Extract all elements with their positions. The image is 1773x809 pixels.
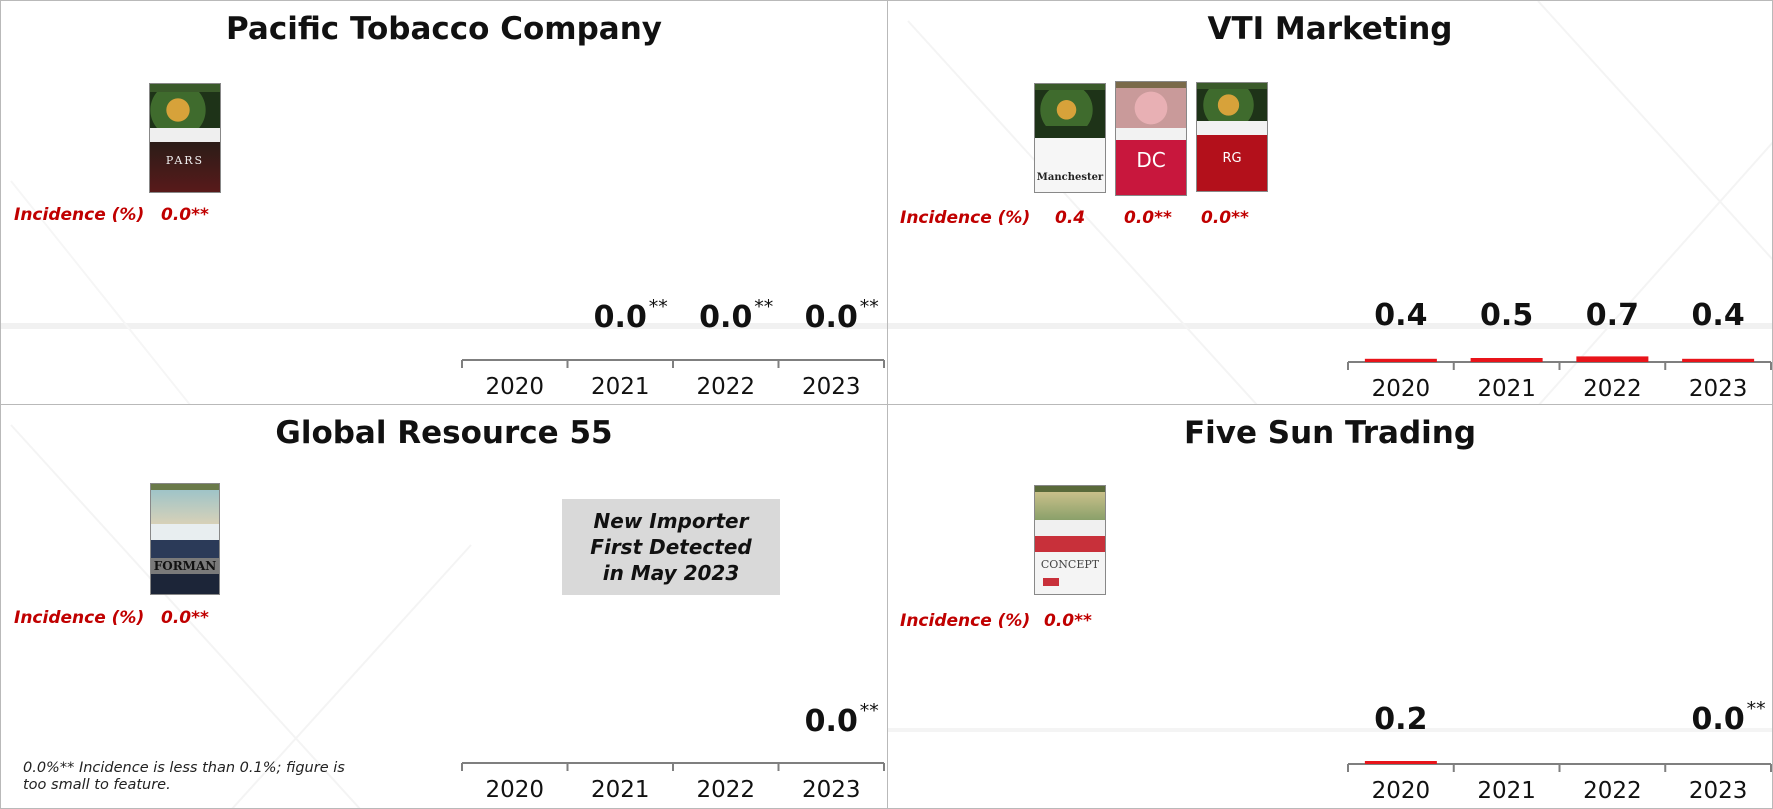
data-label: 0.0 — [805, 704, 858, 739]
x-tick-label: 2021 — [1477, 376, 1536, 402]
new-importer-note-line: New Importer — [593, 509, 749, 533]
x-tick-label: 2020 — [1372, 376, 1431, 402]
pack-brand-label: DC — [1136, 148, 1166, 172]
pack-brand-label: CONCEPT — [1040, 558, 1100, 571]
bar — [1470, 358, 1543, 362]
bar — [1576, 356, 1649, 362]
x-tick-label: 2022 — [696, 777, 755, 803]
x-tick-label: 2023 — [1689, 376, 1748, 402]
cigarette-pack-image: PARS — [149, 83, 221, 193]
x-tick-label: 2023 — [1689, 778, 1748, 804]
x-tick-label: 2023 — [802, 777, 861, 803]
bar — [1682, 358, 1755, 362]
x-tick-label: 2020 — [485, 777, 544, 803]
panel-five-sun-trading: Five Sun Trading CONCEPT Incidence (%) 0… — [887, 404, 1773, 809]
data-label: 0.0 — [594, 300, 647, 335]
data-label: 0.0 — [699, 300, 752, 335]
pack-incidence-value: 0.0** — [1124, 208, 1172, 228]
x-tick-label: 2022 — [696, 374, 755, 400]
data-label-footnote-mark: ** — [754, 296, 773, 318]
panel-pacific-tobacco: Pacific Tobacco Company PARS Incidence (… — [0, 0, 888, 405]
x-tick-label: 2020 — [1372, 778, 1431, 804]
x-tick-label: 2023 — [802, 374, 861, 400]
chart-title: VTI Marketing — [1207, 11, 1453, 47]
data-label: 0.5 — [1480, 298, 1533, 333]
incidence-label: Incidence (%) — [900, 611, 1031, 631]
bar — [1364, 761, 1437, 764]
data-label-footnote-mark: ** — [860, 296, 879, 318]
background-decor — [1, 180, 887, 404]
pack-incidence-value: 0.0** — [161, 205, 209, 225]
x-tick-label: 2022 — [1583, 778, 1642, 804]
pack-incidence-value: 0.0** — [161, 608, 209, 628]
data-label: 0.0 — [805, 300, 858, 335]
pack-brand-label: PARS — [165, 154, 205, 167]
cigarette-pack-image: RG — [1196, 82, 1268, 192]
background-decor — [10, 424, 472, 808]
incidence-label: Incidence (%) — [900, 208, 1031, 228]
incidence-label: Incidence (%) — [14, 205, 145, 225]
data-label: 0.4 — [1374, 298, 1427, 333]
chart-title: Global Resource 55 — [275, 415, 613, 451]
cigarette-pack-image: FORMAN — [150, 483, 220, 595]
data-label-footnote-mark: ** — [1747, 698, 1766, 720]
x-tick-label: 2020 — [485, 374, 544, 400]
cigarette-pack-image: CONCEPT — [1034, 485, 1106, 595]
x-tick-label: 2021 — [591, 777, 650, 803]
cigarette-pack-image: DC — [1115, 81, 1187, 196]
x-tick-label: 2021 — [1477, 778, 1536, 804]
data-label-footnote-mark: ** — [860, 700, 879, 722]
data-label: 0.2 — [1374, 702, 1427, 737]
bar-chart: 2020 2021 2022 2023 0.0** — [461, 700, 885, 803]
panel-vti-marketing: VTI Marketing Manchester DC RG Incidence… — [887, 0, 1773, 405]
footnote: 0.0%** Incidence is less than 0.1%; figu… — [23, 760, 345, 793]
background-decor — [888, 728, 1772, 732]
incidence-label: Incidence (%) — [14, 608, 145, 628]
pack-brand-label: FORMAN — [153, 559, 217, 573]
new-importer-note-line: First Detected — [590, 535, 752, 559]
pack-incidence-value: 0.4 — [1055, 208, 1086, 228]
bar — [1364, 358, 1437, 362]
data-label: 0.7 — [1586, 298, 1639, 333]
data-label: 0.0 — [1692, 702, 1745, 737]
data-label: 0.4 — [1692, 298, 1745, 333]
pack-incidence-value: 0.0** — [1201, 208, 1249, 228]
x-tick-label: 2022 — [1583, 376, 1642, 402]
x-tick-label: 2021 — [591, 374, 650, 400]
new-importer-note-line: in May 2023 — [602, 561, 740, 585]
bar-chart: 2020 0.4 2021 0.5 2022 0.7 2023 0.4 — [1347, 298, 1772, 402]
chart-title: Pacific Tobacco Company — [226, 11, 662, 47]
data-label-footnote-mark: ** — [649, 296, 668, 318]
bar-chart: 2020 0.2 2021 2022 2023 0.0** — [1347, 698, 1772, 804]
pack-incidence-value: 0.0** — [1044, 611, 1092, 631]
chart-title: Five Sun Trading — [1183, 415, 1477, 451]
new-importer-note: New Importer First Detected in May 2023 — [562, 499, 780, 595]
cigarette-pack-image: Manchester — [1034, 83, 1106, 193]
panel-global-resource-55: Global Resource 55 FORMAN Incidence (%) … — [0, 404, 888, 809]
pack-brand-label: Manchester — [1036, 172, 1104, 183]
pack-brand-label: RG — [1222, 151, 1242, 166]
